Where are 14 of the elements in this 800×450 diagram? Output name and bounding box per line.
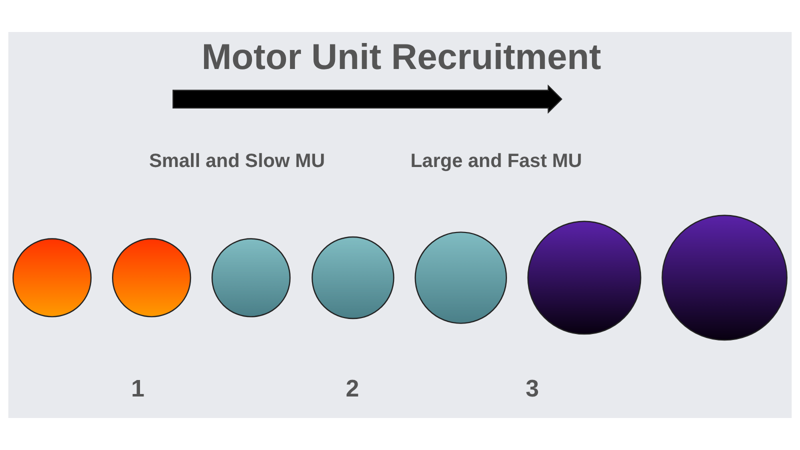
node-circle xyxy=(662,214,788,341)
diagram-title: Motor Unit Recruitment xyxy=(202,36,602,78)
node-circle xyxy=(414,232,507,324)
label: 2 xyxy=(346,375,360,402)
node-circle xyxy=(527,220,642,335)
node-circle xyxy=(12,238,92,318)
label: Small and Slow MU xyxy=(149,151,325,172)
node-circle xyxy=(212,238,291,318)
node-arrow xyxy=(172,84,562,114)
node-circle xyxy=(312,236,394,320)
label: Large and Fast MU xyxy=(410,151,582,172)
node-circle xyxy=(112,238,192,318)
label: 3 xyxy=(526,375,539,402)
label: 1 xyxy=(131,375,145,402)
